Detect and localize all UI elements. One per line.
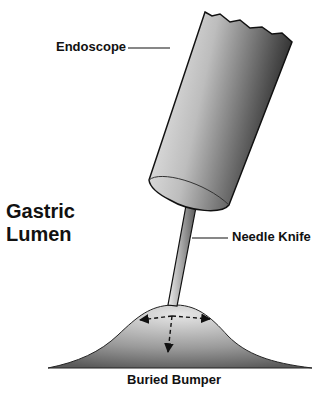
incision-arrow xyxy=(172,316,210,319)
leader-line xyxy=(192,237,228,238)
part-label: Buried Bumper xyxy=(127,373,221,388)
endoscope-body xyxy=(149,12,292,211)
incision-arrow xyxy=(140,316,172,320)
region-label: Gastric Lumen xyxy=(6,200,116,246)
leader-line xyxy=(128,47,170,48)
incision-arrow xyxy=(168,316,172,352)
part-label: Endoscope xyxy=(56,40,126,55)
endoscope-tip-rim xyxy=(149,176,229,205)
part-label: Needle Knife xyxy=(232,230,311,245)
buried-bumper-mound xyxy=(48,305,312,368)
needle-knife xyxy=(168,200,197,306)
